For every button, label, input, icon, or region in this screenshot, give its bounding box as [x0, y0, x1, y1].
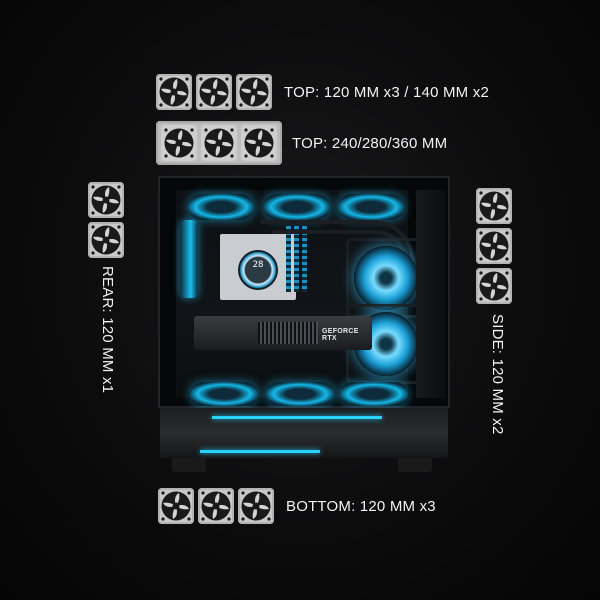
top-fan-icon-2 [196, 74, 232, 110]
case-foot-right [398, 458, 432, 472]
bottom-label: BOTTOM: 120 MM x3 [286, 498, 436, 515]
rear-fan-icon-2 [88, 222, 124, 258]
shroud-light-strip-1 [212, 416, 382, 419]
top-fan-glow-1 [188, 194, 254, 220]
radiator-fan-icon-1 [161, 125, 197, 161]
bottom-fan-glow-3 [340, 382, 408, 406]
bottom-fan-icon-3 [238, 488, 274, 524]
bottom-fan-glow-1 [190, 382, 258, 406]
gpu-label: GEFORCE RTX [322, 328, 359, 342]
top-fan-glow-3 [338, 194, 404, 220]
top-fan-glow-2 [264, 194, 330, 220]
side-fan-glow-1 [354, 246, 418, 310]
radiator-icon [156, 121, 282, 165]
pump-display: 28 [252, 260, 264, 270]
case-interior: 28 GEFORCE RTX [176, 190, 426, 406]
side-fan-icon-1 [476, 188, 512, 224]
top-radiator-label: TOP: 240/280/360 MM [292, 135, 448, 152]
coolant-tube-1 [260, 220, 414, 284]
side-fan-icon-2 [476, 228, 512, 264]
top-fan-icon-3 [236, 74, 272, 110]
case-side-panel [416, 190, 446, 398]
pc-case-image: 28 GEFORCE RTX [158, 176, 450, 474]
shroud-light-strip-2 [200, 450, 320, 453]
top-fans-label: TOP: 120 MM x3 / 140 MM x2 [284, 84, 489, 101]
side-fan-icon-3 [476, 268, 512, 304]
bottom-fan-icon-2 [198, 488, 234, 524]
side-label: SIDE: 120 MM x2 [489, 314, 506, 435]
case-frame: 28 GEFORCE RTX [158, 176, 450, 408]
psu-shroud [160, 408, 448, 458]
gpu-card: GEFORCE RTX [194, 316, 372, 350]
rear-label: REAR: 120 MM x1 [99, 266, 116, 394]
rear-fan-glow [180, 220, 198, 298]
gpu-heatsink [258, 322, 318, 344]
top-fan-icon-1 [156, 74, 192, 110]
bottom-fan-glow-2 [266, 382, 334, 406]
case-foot-left [172, 458, 206, 472]
ram-stick-3 [302, 226, 307, 292]
radiator-fan-icon-2 [201, 125, 237, 161]
rear-fan-icon-1 [88, 182, 124, 218]
radiator-fan-icon-3 [241, 125, 277, 161]
bottom-fan-icon-1 [158, 488, 194, 524]
